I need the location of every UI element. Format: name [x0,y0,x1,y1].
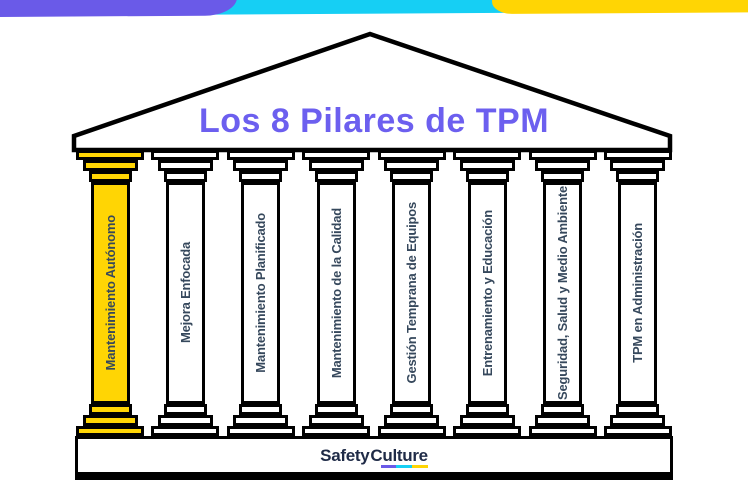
pillar-base-mid [233,415,289,426]
banner-stripe-yellow-icon [491,0,748,14]
pillar-shaft: TPM en Administración [618,182,658,404]
pillar-base-mid [157,415,213,426]
banner-stripe-purple-icon [0,0,238,17]
pillar-capital-mid [233,160,289,171]
pillar-shaft: Entrenamiento y Educación [467,182,507,404]
pillar-label: Mantenimiento Autónomo [102,215,118,371]
pillars-row: Mantenimiento Autónomo Mejora Enfocada M… [75,150,673,436]
pillar-base-low [88,404,132,415]
pillar-label: Mantenimiento de la Calidad [328,207,344,379]
pillar-capital-low [465,171,509,182]
pillar-base-bottom [302,426,371,436]
page-title: Los 8 Pilares de TPM [198,102,550,140]
pillar: Gestión Temprana de Equipos [377,150,447,436]
pillar-capital-top [76,150,144,160]
temple-roof-icon [71,31,673,153]
pillar: Mantenimiento Autónomo [75,150,145,436]
pillar-base-mid [610,415,666,426]
pillar-base-bottom [528,426,597,436]
pillar-shaft: Mejora Enfocada [165,182,205,404]
pillar-label: Mantenimiento Planificado [253,213,269,373]
pillar-base-mid [459,415,515,426]
pillar-shaft: Seguridad, Salud y Medio Ambiente [543,182,583,404]
pillar-label: TPM en Administración [630,223,646,363]
pillar-base-mid [535,415,591,426]
pillar-label: Mejora Enfocada [177,242,193,344]
pillar-capital-mid [308,160,364,171]
pillar-base-low [616,404,660,415]
pillar-capital-mid [157,160,213,171]
pillar-capital-low [390,171,434,182]
pillar-base-low [163,404,207,415]
pillar-base-mid [384,415,440,426]
pillar-base-bottom [377,426,446,436]
top-banner [0,0,748,29]
pillar-base-bottom [151,426,220,436]
pillar-label: Gestión Temprana de Equipos [404,202,420,384]
pillar-capital-top [528,150,597,160]
pillar: Mantenimiento Planificado [226,150,296,436]
pillar-capital-mid [535,160,591,171]
pillar-capital-low [541,171,585,182]
pillar-base-mid [82,415,138,426]
pillar-capital-top [603,150,672,160]
safetyculture-logo: SafetyCulture [320,445,428,468]
pillar: Seguridad, Salud y Medio Ambiente [528,150,598,436]
pillar-base-bottom [603,426,672,436]
pillar-shaft: Mantenimiento de la Calidad [316,182,356,404]
pillar-capital-low [314,171,358,182]
pillar: Entrenamiento y Educación [452,150,522,436]
pillar-capital-top [151,150,220,160]
pillar-capital-low [239,171,283,182]
pillar-capital-top [377,150,446,160]
pillar-base-low [239,404,283,415]
pillar: Mantenimiento de la Calidad [301,150,371,436]
logo-underline-icon [380,464,428,468]
pillar-capital-mid [82,160,138,171]
pillar-capital-top [302,150,371,160]
pillar-capital-low [616,171,660,182]
safetyculture-logo-text: SafetyCulture [320,445,428,465]
temple-base: SafetyCulture [75,436,673,480]
pillar-label: Entrenamiento y Educación [479,209,495,377]
pillar-base-bottom [76,426,144,436]
pillar-capital-top [226,150,295,160]
pillar: TPM en Administración [603,150,673,436]
pillar-base-mid [308,415,364,426]
pillar-capital-low [88,171,132,182]
pillar-capital-mid [610,160,666,171]
pillar-base-bottom [226,426,295,436]
pillar-base-bottom [453,426,522,436]
pillar: Mejora Enfocada [150,150,220,436]
pillar-base-low [314,404,358,415]
pillar-capital-mid [384,160,440,171]
pillar-label: Seguridad, Salud y Medio Ambiente [555,186,571,400]
pillar-shaft: Mantenimiento Planificado [241,182,281,404]
pillar-capital-mid [459,160,515,171]
pillar-base-low [465,404,509,415]
pillar-capital-top [453,150,522,160]
pillar-base-low [390,404,434,415]
pillar-shaft: Gestión Temprana de Equipos [392,182,432,404]
pillar-base-low [541,404,585,415]
pillar-capital-low [163,171,207,182]
pillar-shaft: Mantenimiento Autónomo [90,182,130,404]
